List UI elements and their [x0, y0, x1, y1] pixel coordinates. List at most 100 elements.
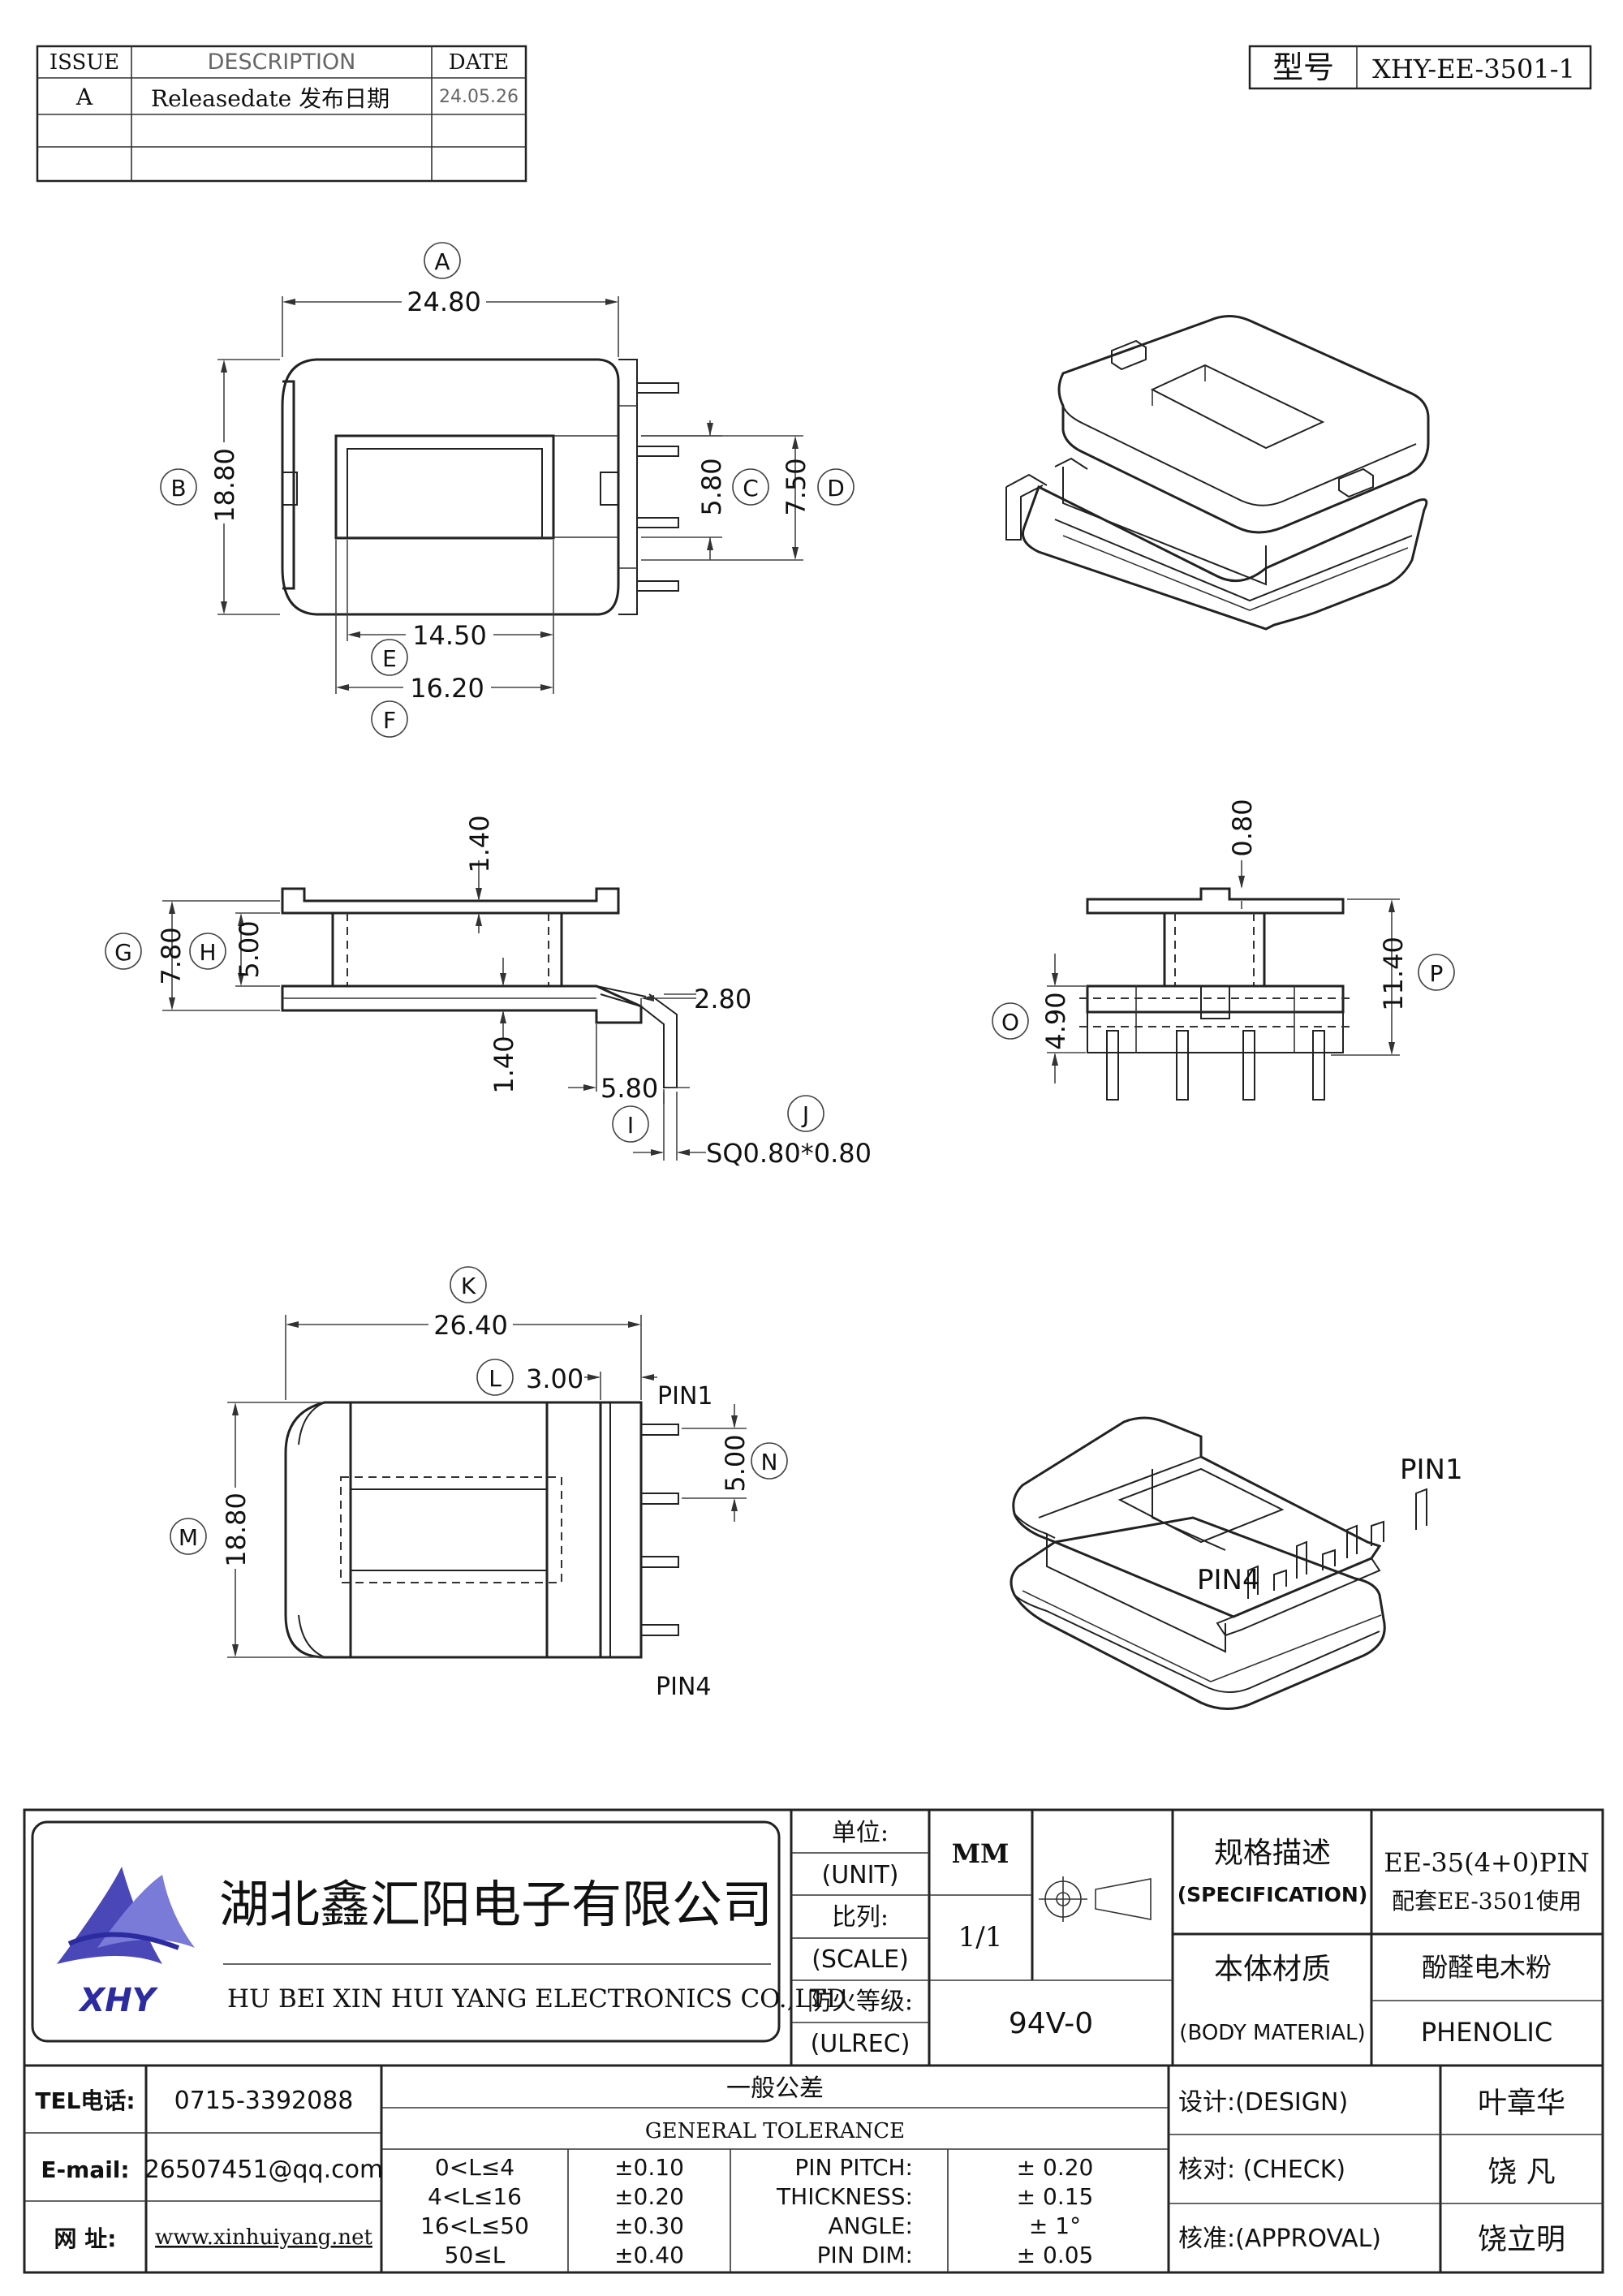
- pin4-label-bottom: PIN4: [656, 1673, 711, 1701]
- scale-label-cn: 比列:: [832, 1903, 889, 1932]
- company-logo: XHY: [57, 1867, 195, 2019]
- unit-label-en: (UNIT): [822, 1861, 899, 1889]
- tol-item-name-2: ANGLE:: [828, 2212, 913, 2239]
- scale-label-en: (SCALE): [812, 1945, 909, 1974]
- check-value: 饶 凡: [1487, 2156, 1555, 2189]
- dim-I-value: 5.80: [601, 1073, 658, 1104]
- dim-J-letter: J: [801, 1101, 809, 1128]
- rev-row-description: Releasedate 发布日期: [151, 85, 390, 112]
- tolerance-title-cn: 一般公差: [726, 2074, 824, 2103]
- design-label: 设计:(DESIGN): [1178, 2088, 1348, 2117]
- dim-D-value: 7.50: [781, 458, 812, 515]
- dim-N-value: 5.00: [720, 1434, 751, 1492]
- side-view: 1.40 1.40 7.80 G 5.00 H 2.80: [105, 815, 872, 1169]
- web-label: 网 址:: [54, 2225, 117, 2252]
- material-label-en: (BODY MATERIAL): [1179, 2021, 1365, 2045]
- tolerance-title-en: GENERAL TOLERANCE: [645, 2119, 905, 2143]
- top-view: 24.80 A 18.80 B 5.80 C 7.50 D: [160, 242, 855, 738]
- dim-F-letter: F: [383, 707, 396, 734]
- dim-E-letter: E: [382, 645, 397, 672]
- fire-value: 94V-0: [1009, 2007, 1093, 2040]
- email-value: 26507451@qq.com: [144, 2156, 383, 2184]
- tol-range-2: 16<L≤50: [420, 2212, 529, 2239]
- dim-B-value: 18.80: [209, 448, 240, 523]
- spec-label-en: (SPECIFICATION): [1177, 1883, 1368, 1906]
- revision-table: ISSUE DESCRIPTION DATE A Releasedate 发布日…: [36, 45, 527, 183]
- dim-side-flange-top: 1.40: [464, 815, 495, 872]
- dim-K-value: 26.40: [433, 1310, 508, 1341]
- tol-value-2: ±0.30: [614, 2212, 684, 2239]
- dim-C-value: 5.80: [696, 458, 727, 515]
- tol-item-name-3: PIN DIM:: [817, 2242, 913, 2268]
- tel-value: 0715-3392088: [174, 2087, 354, 2115]
- bottom-view: PIN1 PIN4 26.40 K 3.00 L 18.80 M: [170, 1266, 788, 1701]
- material-value-cn: 酚醛电木粉: [1422, 1952, 1552, 1983]
- logo-text: XHY: [77, 1982, 158, 2019]
- web-value: www.xinhuiyang.net: [155, 2225, 372, 2250]
- dim-P-value: 11.40: [1378, 937, 1409, 1011]
- rev-row-issue: A: [75, 84, 93, 110]
- tol-item-name-1: THICKNESS:: [776, 2183, 913, 2210]
- tol-item-value-1: ± 0.15: [1017, 2183, 1094, 2210]
- scale-value: 1/1: [958, 1921, 1003, 1954]
- dim-L-letter: L: [489, 1365, 502, 1392]
- rev-header-issue: ISSUE: [50, 50, 119, 75]
- company-name-cn: 湖北鑫汇阳电子有限公司: [219, 1875, 773, 1934]
- dim-F-value: 16.20: [410, 673, 484, 704]
- end-view: 0.80 11.40 P 4.90 O: [992, 799, 1455, 1101]
- rev-header-date: DATE: [449, 50, 510, 75]
- model-value: XHY-EE-3501-1: [1372, 54, 1575, 84]
- pin4-label-iso: PIN4: [1197, 1564, 1260, 1596]
- pin1-label-bottom: PIN1: [657, 1382, 712, 1411]
- tol-item-value-3: ± 0.05: [1017, 2242, 1094, 2268]
- iso-view-bottom: PIN1 PIN4: [1010, 1416, 1463, 1710]
- spec-value-1: EE-35(4+0)PIN: [1384, 1847, 1590, 1878]
- dim-E-value: 14.50: [412, 620, 487, 651]
- tol-item-name-0: PIN PITCH:: [794, 2154, 913, 2181]
- unit-label-cn: 单位:: [832, 1819, 889, 1847]
- tol-range-1: 4<L≤16: [428, 2183, 522, 2210]
- company-name-en: HU BEI XIN HUI YANG ELECTRONICS CO.,LTD: [227, 1984, 846, 2014]
- dim-H-value: 5.00: [234, 920, 265, 978]
- dim-side-pin-offset: 2.80: [694, 984, 751, 1014]
- check-label: 核对: (CHECK): [1178, 2156, 1345, 2184]
- model-box: 型号 XHY-EE-3501-1: [1248, 45, 1592, 90]
- email-label: E-mail:: [41, 2156, 129, 2183]
- pin1-label-iso: PIN1: [1400, 1454, 1463, 1486]
- dim-M-value: 18.80: [221, 1493, 252, 1567]
- tol-value-1: ±0.20: [614, 2183, 684, 2210]
- dim-D-letter: D: [827, 475, 845, 502]
- design-value: 叶章华: [1478, 2087, 1565, 2120]
- material-label-cn: 本体材质: [1214, 1953, 1331, 1986]
- dim-G-letter: G: [114, 939, 132, 966]
- tol-item-value-2: ± 1°: [1029, 2212, 1081, 2239]
- dim-J-value: SQ0.80*0.80: [706, 1138, 872, 1169]
- dim-M-letter: M: [179, 1524, 198, 1551]
- projection-symbol: [1039, 1876, 1152, 1922]
- fire-label-cn: 防火等级:: [807, 1988, 913, 2016]
- iso-view-top: [1005, 315, 1430, 631]
- tol-range-3: 50≤L: [445, 2242, 506, 2268]
- spec-value-2: 配套EE-3501使用: [1392, 1888, 1582, 1915]
- dim-H-letter: H: [199, 939, 216, 966]
- dim-O-letter: O: [1001, 1009, 1019, 1036]
- dim-B-letter: B: [170, 475, 186, 502]
- dim-G-value: 7.80: [156, 927, 187, 984]
- dim-O-value: 4.90: [1040, 992, 1071, 1049]
- approval-label: 核准:(APPROVAL): [1178, 2225, 1381, 2253]
- dim-side-flange-bottom: 1.40: [489, 1036, 519, 1093]
- title-block: XHY 湖北鑫汇阳电子有限公司 HU BEI XIN HUI YANG ELEC…: [23, 1808, 1604, 2274]
- dim-N-letter: N: [761, 1449, 778, 1475]
- rev-header-description: DESCRIPTION: [208, 50, 356, 75]
- dim-A-letter: A: [434, 248, 450, 275]
- spec-label-cn: 规格描述: [1214, 1837, 1331, 1870]
- unit-value: MM: [952, 1838, 1010, 1869]
- tol-range-0: 0<L≤4: [435, 2154, 514, 2181]
- dim-L-value: 3.00: [526, 1363, 583, 1394]
- tol-value-3: ±0.40: [614, 2242, 684, 2268]
- fire-label-en: (ULREC): [811, 2030, 911, 2058]
- rev-row-date: 24.05.26: [439, 87, 519, 107]
- dim-A-value: 24.80: [407, 286, 481, 317]
- tol-item-value-0: ± 0.20: [1017, 2154, 1094, 2181]
